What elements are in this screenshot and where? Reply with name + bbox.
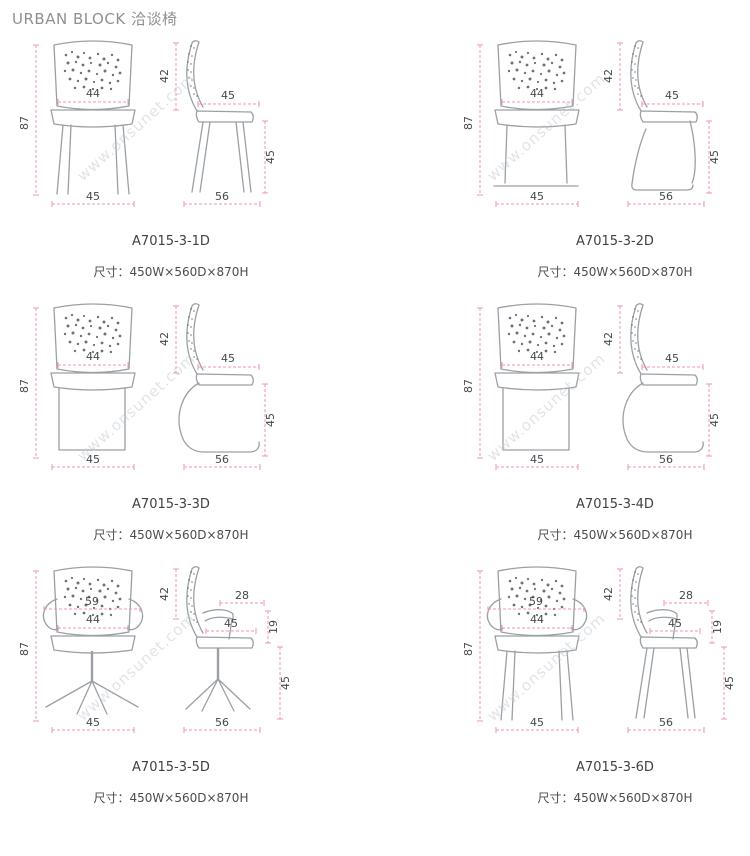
chair-spec-a7015-3-5d: 59 44 87 45 42 28 45 19 45 <box>6 559 336 806</box>
front-view: 44 87 45 <box>462 41 579 207</box>
chair-drawing-2d: 44 87 45 42 45 45 56 <box>462 40 721 207</box>
front-back-width-label: 44 <box>530 613 544 626</box>
side-arm-height-label: 19 <box>711 620 724 634</box>
front-view: 44 87 45 <box>462 304 579 470</box>
model-name: A7015-3-3D <box>132 497 210 512</box>
side-seat-depth-label: 45 <box>224 617 238 630</box>
side-arm-depth-label: 28 <box>679 589 693 602</box>
front-height-label: 87 <box>462 379 475 393</box>
model-name: A7015-3-4D <box>576 497 654 512</box>
side-back-height-label: 42 <box>158 587 171 601</box>
chair-drawing-1d: 44 87 45 42 45 45 56 <box>18 40 277 207</box>
side-base-depth-label: 56 <box>659 190 673 203</box>
side-seat-depth-label: 45 <box>665 89 679 102</box>
front-view: 44 87 45 <box>18 41 135 207</box>
front-height-label: 87 <box>18 379 31 393</box>
chair-drawing-6d: 59 44 87 45 42 28 45 19 45 <box>462 566 736 733</box>
side-seat-height-label: 45 <box>708 150 721 164</box>
size-label: 尺寸：450W×560D×870H <box>93 265 249 279</box>
front-height-label: 87 <box>18 642 31 656</box>
side-base-depth-label: 56 <box>215 453 229 466</box>
front-height-label: 87 <box>18 116 31 130</box>
side-arm-depth-label: 28 <box>235 589 249 602</box>
chair-drawing-5d: 59 44 87 45 42 28 45 19 45 <box>18 566 292 733</box>
side-view: 42 45 45 56 <box>158 303 277 470</box>
size-label: 尺寸：450W×560D×870H <box>93 791 249 805</box>
size-label: 尺寸：450W×560D×870H <box>93 528 249 542</box>
front-back-width-label: 44 <box>86 87 100 100</box>
side-back-height-label: 42 <box>602 587 615 601</box>
size-label: 尺寸：450W×560D×870H <box>537 791 693 805</box>
front-base-width-label: 45 <box>530 716 544 729</box>
spec-row-2: 44 87 45 42 45 45 56 A7015-3-3D 尺寸：450W×… <box>0 296 750 543</box>
side-arm-height-label: 19 <box>267 620 280 634</box>
front-arm-width-label: 59 <box>529 595 543 608</box>
side-view: 42 45 45 56 <box>602 303 721 470</box>
chair-drawing-4d: 44 87 45 42 45 45 56 <box>462 303 721 470</box>
side-base-depth-label: 56 <box>659 716 673 729</box>
side-seat-depth-label: 45 <box>221 89 235 102</box>
front-base-width-label: 45 <box>530 190 544 203</box>
side-back-height-label: 42 <box>602 332 615 346</box>
front-back-width-label: 44 <box>530 87 544 100</box>
side-back-height-label: 42 <box>158 332 171 346</box>
side-seat-depth-label: 45 <box>665 352 679 365</box>
front-height-label: 87 <box>462 642 475 656</box>
side-base-depth-label: 56 <box>215 716 229 729</box>
front-view: 59 44 87 45 <box>462 567 588 733</box>
size-label: 尺寸：450W×560D×870H <box>537 265 693 279</box>
model-name: A7015-3-1D <box>132 234 210 249</box>
side-view: 42 45 45 56 <box>602 40 721 207</box>
front-height-label: 87 <box>462 116 475 130</box>
chair-spec-a7015-3-1d: 44 87 45 42 45 45 56 A7015-3-1D 尺寸：450W×… <box>6 33 336 280</box>
model-name: A7015-3-2D <box>576 234 654 249</box>
front-view: 44 87 45 <box>18 304 135 470</box>
chair-spec-a7015-3-6d: 59 44 87 45 42 28 45 19 45 <box>450 559 750 806</box>
chair-spec-a7015-3-4d: 44 87 45 42 45 45 56 A7015-3-4D 尺寸：450W×… <box>450 296 750 543</box>
side-seat-height-label: 45 <box>708 413 721 427</box>
side-view: 42 28 45 19 45 56 <box>602 566 736 733</box>
side-view: 42 28 45 19 45 56 <box>158 566 292 733</box>
front-base-width-label: 45 <box>86 190 100 203</box>
model-name: A7015-3-5D <box>132 760 210 775</box>
front-view: 59 44 87 45 <box>18 567 144 733</box>
side-seat-height-label: 45 <box>723 676 736 690</box>
front-back-width-label: 44 <box>86 350 100 363</box>
side-base-depth-label: 56 <box>215 190 229 203</box>
side-seat-height-label: 45 <box>264 150 277 164</box>
page-title: URBAN BLOCK 洽谈椅 <box>12 10 178 28</box>
front-base-width-label: 45 <box>86 716 100 729</box>
side-seat-height-label: 45 <box>264 413 277 427</box>
front-base-width-label: 45 <box>86 453 100 466</box>
front-back-width-label: 44 <box>86 613 100 626</box>
side-back-height-label: 42 <box>158 69 171 83</box>
chair-spec-a7015-3-3d: 44 87 45 42 45 45 56 A7015-3-3D 尺寸：450W×… <box>6 296 336 543</box>
side-base-depth-label: 56 <box>659 453 673 466</box>
side-seat-depth-label: 45 <box>668 617 682 630</box>
side-view: 42 45 45 56 <box>158 40 277 207</box>
model-name: A7015-3-6D <box>576 760 654 775</box>
chair-drawing-3d: 44 87 45 42 45 45 56 <box>18 303 277 470</box>
front-back-width-label: 44 <box>530 350 544 363</box>
chair-spec-a7015-3-2d: 44 87 45 42 45 45 56 A7015-3-2D 尺寸：450W×… <box>450 33 750 280</box>
front-arm-width-label: 59 <box>85 595 99 608</box>
side-back-height-label: 42 <box>602 69 615 83</box>
size-label: 尺寸：450W×560D×870H <box>537 528 693 542</box>
front-base-width-label: 45 <box>530 453 544 466</box>
spec-row-1: 44 87 45 42 45 45 56 A7015-3-1D 尺寸：450W×… <box>0 33 750 280</box>
spec-row-3: 59 44 87 45 42 28 45 19 45 <box>0 559 750 806</box>
side-seat-depth-label: 45 <box>221 352 235 365</box>
side-seat-height-label: 45 <box>279 676 292 690</box>
